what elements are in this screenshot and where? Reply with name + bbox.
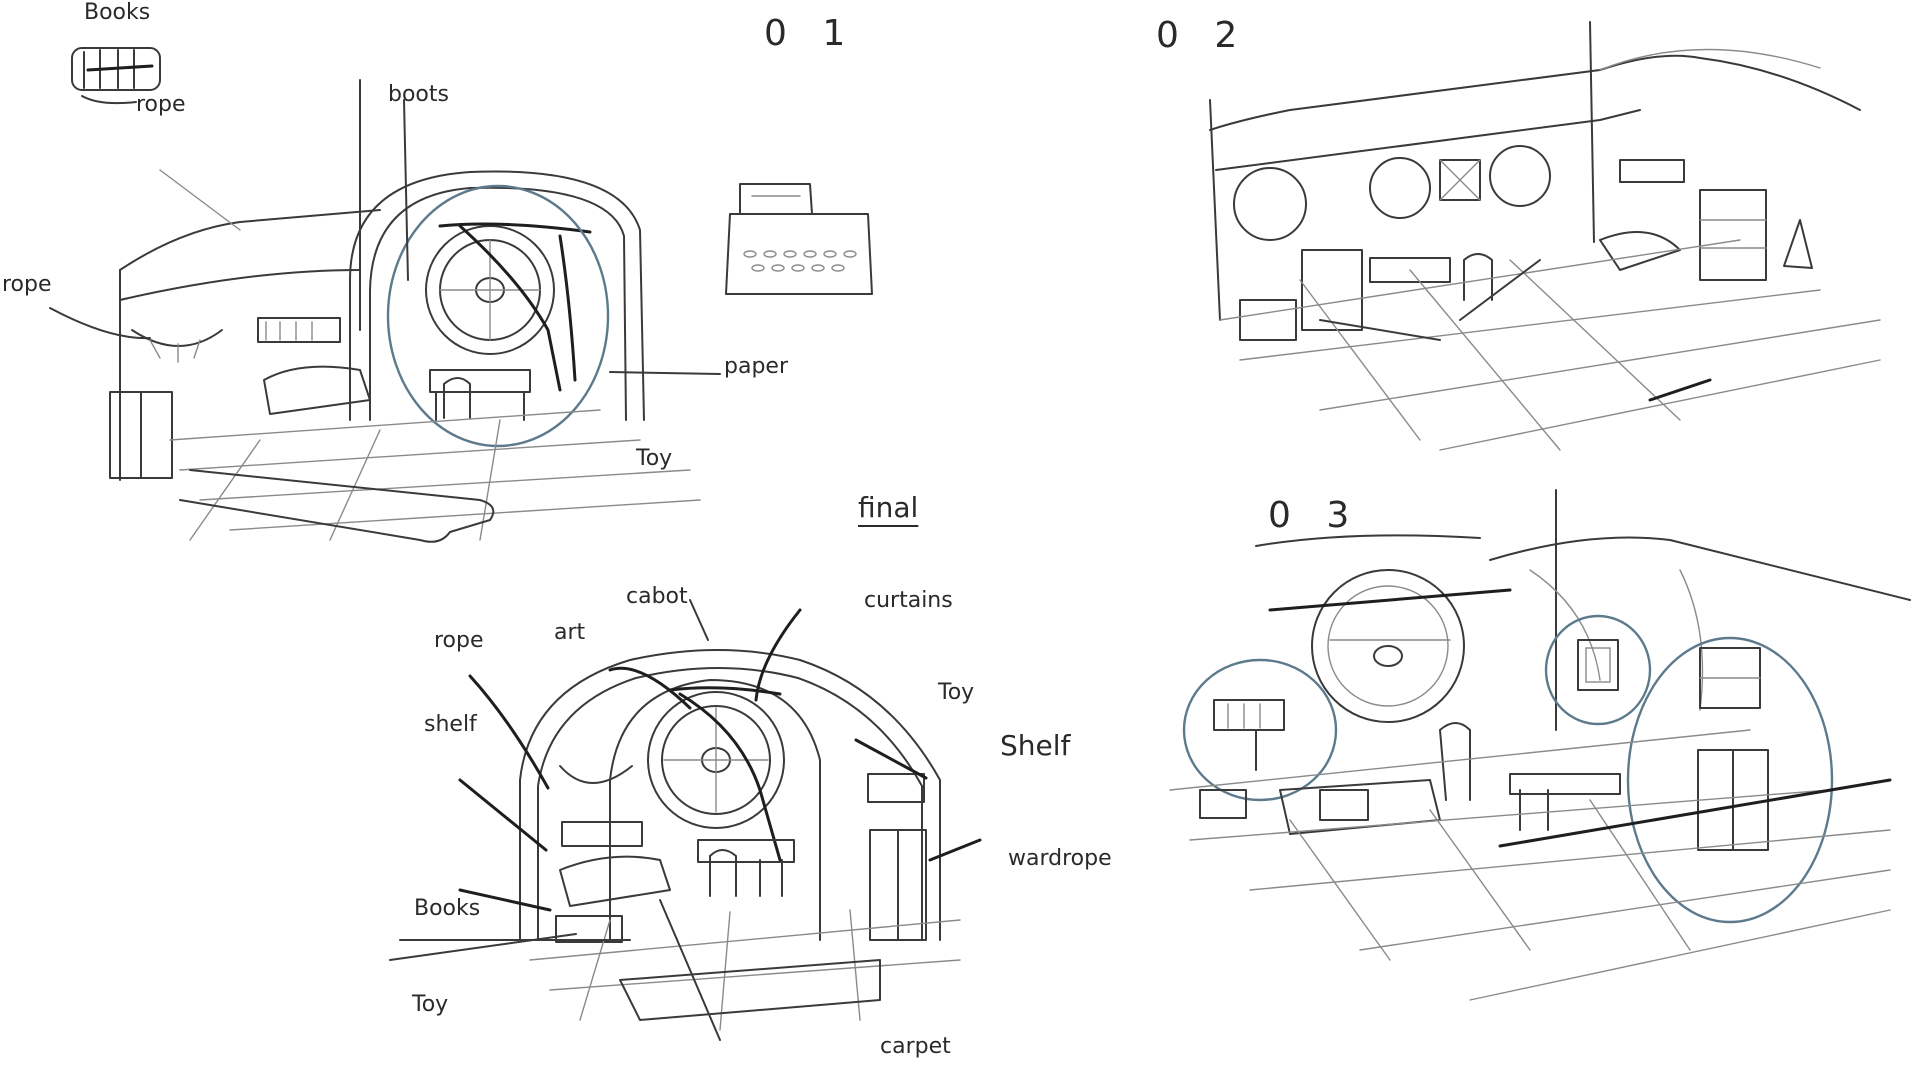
annotation-art: art — [554, 620, 586, 645]
annotation-toy-final-bottom: Toy — [412, 992, 449, 1017]
annotation-rope-final: rope — [434, 628, 484, 653]
annotation-rope-left: rope — [2, 272, 52, 297]
annotation-rope-top: rope — [136, 92, 186, 117]
thumbnail-01-sketch — [49, 47, 873, 543]
annotation-toy-01: Toy — [636, 446, 673, 471]
annotation-carpet: carpet — [880, 1034, 951, 1059]
annotation-books-final: Books — [414, 896, 481, 921]
annotation-toy-final-top: Toy — [938, 680, 975, 705]
heading-final: final — [858, 491, 919, 524]
annotation-curtains: curtains — [864, 588, 953, 613]
annotation-cabot: cabot — [626, 584, 688, 609]
heading-thumb-01: 0 1 — [764, 13, 858, 54]
heading-thumb-03: 0 3 — [1268, 495, 1362, 536]
annotation-paper: paper — [724, 354, 788, 379]
final-sketch — [389, 599, 982, 1041]
heading-thumb-02: 0 2 — [1156, 15, 1250, 56]
annotation-shelf-right: Shelf — [1000, 729, 1071, 762]
annotation-books-top: Books — [84, 0, 151, 25]
annotation-boots: boots — [388, 82, 449, 107]
thumbnail-02-sketch — [1209, 21, 1881, 451]
annotation-shelf-left: shelf — [424, 712, 477, 737]
thumbnail-03-sketch — [1169, 489, 1911, 1001]
annotation-wardrope: wardrope — [1008, 846, 1112, 871]
